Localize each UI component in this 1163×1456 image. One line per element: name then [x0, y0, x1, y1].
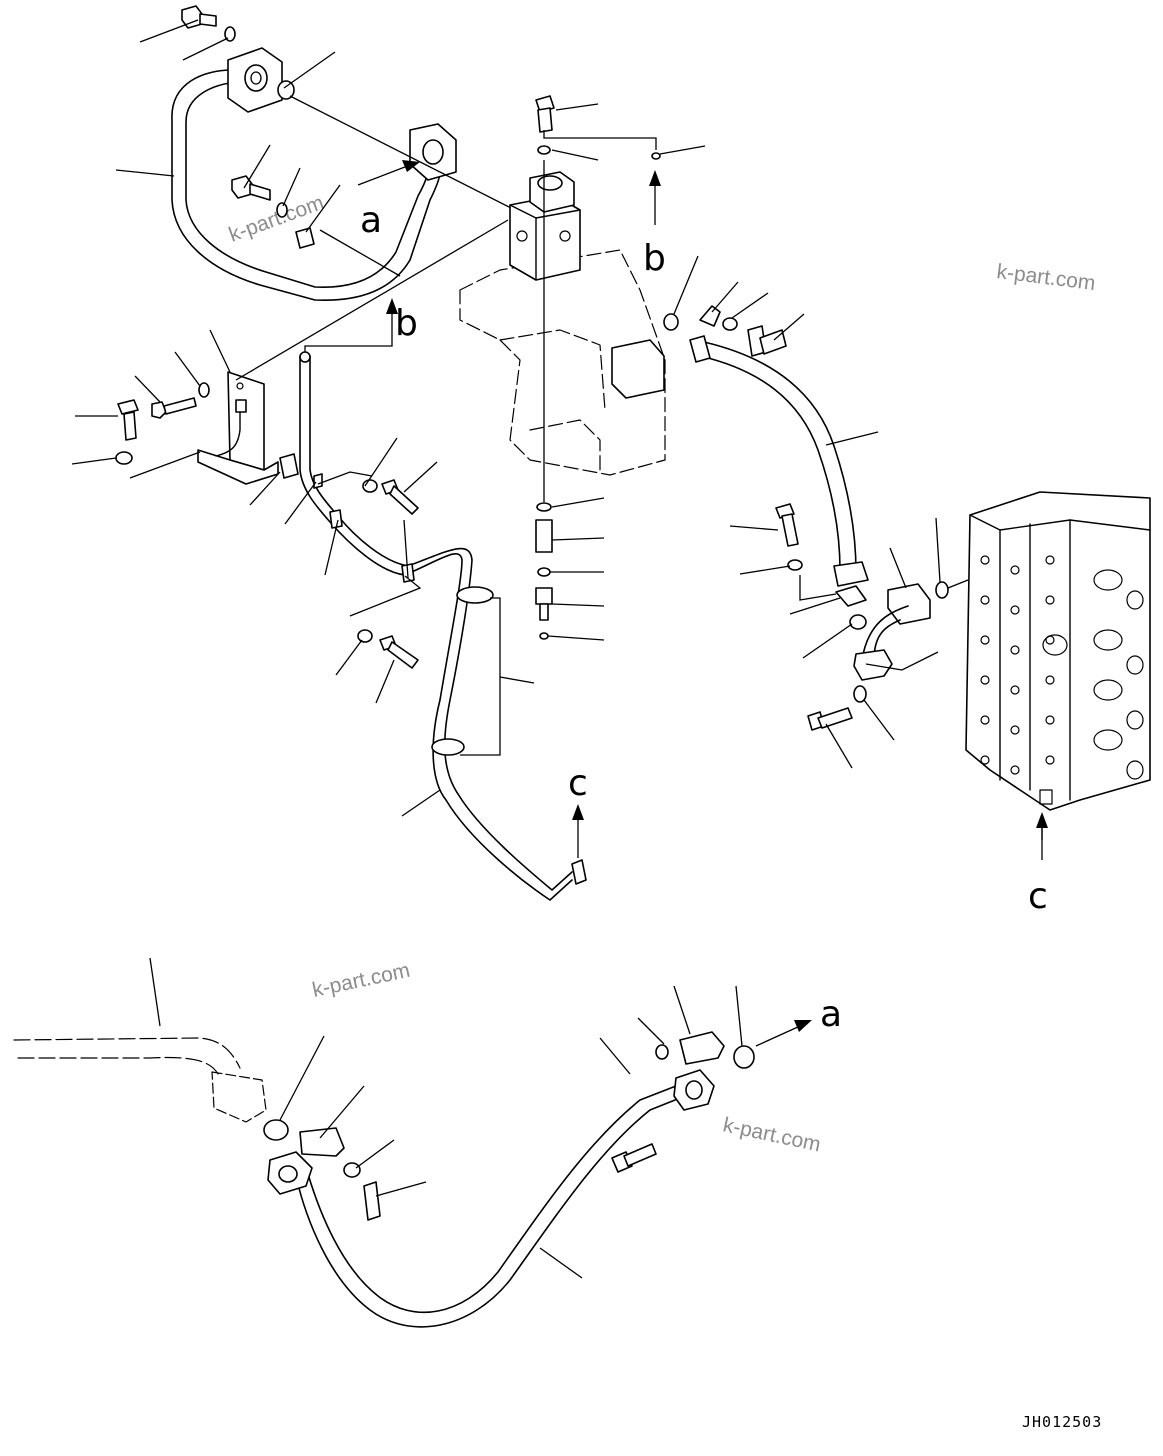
- top-pipe-assembly: [115, 5, 516, 301]
- bottom-hose-assembly: [13, 957, 812, 1328]
- watermark-4: k-part.com: [721, 1113, 823, 1156]
- control-valve: [965, 491, 1151, 860]
- ref-b-left: b: [395, 303, 418, 344]
- ref-a-bottom: a: [820, 994, 842, 1035]
- watermark-2: k-part.com: [995, 260, 1096, 295]
- ref-c-left: c: [568, 763, 588, 804]
- ref-c-right: c: [1028, 876, 1048, 917]
- ref-b-right: b: [643, 238, 666, 279]
- bracket-assembly: [71, 219, 509, 506]
- drawing-code: JH012503: [1022, 1413, 1102, 1431]
- watermark-3: k-part.com: [310, 959, 412, 1002]
- pilot-hose-assembly: [284, 298, 587, 901]
- pilot-valve-assembly: [459, 95, 706, 641]
- ref-a-top: a: [360, 200, 382, 241]
- right-hose-assembly: [663, 255, 969, 769]
